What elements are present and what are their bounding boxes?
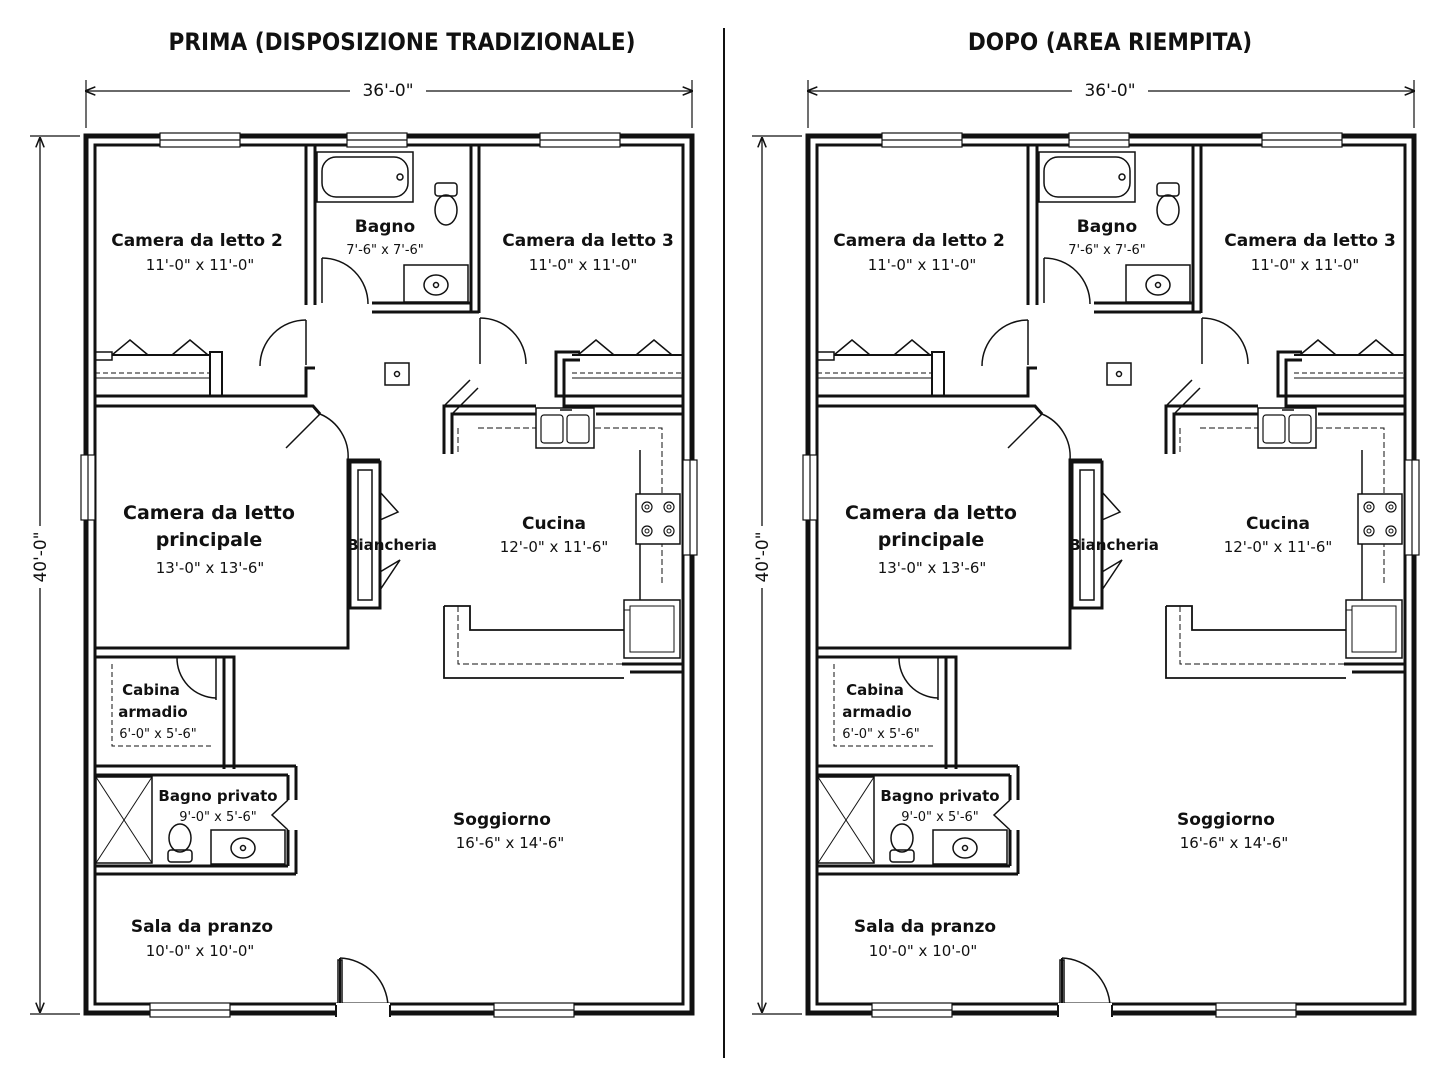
room-bed2-size: 11'-0" x 11'-0" [146,256,255,274]
doors [176,257,527,1017]
plan-title: PRIMA (DISPOSIZIONE TRADIZIONALE) [169,28,636,56]
room-living-size: 16'-6" x 14'-6" [456,834,565,852]
room-living-size: 16'-6" x 14'-6" [1180,834,1289,852]
room-closet-size: 6'-0" x 5'-6" [842,727,920,742]
room-kitchen-name: Cucina [1246,514,1310,534]
room-master-size: 13'-0" x 13'-6" [156,559,265,577]
plan-title: DOPO (AREA RIEMPITA) [968,28,1252,56]
room-master-name-2: principale [156,529,263,551]
room-bed3-name: Camera da letto 3 [502,231,674,251]
room-ensuite-size: 9'-0" x 5'-6" [901,810,979,825]
room-bed2-name: Camera da letto 2 [833,231,1005,251]
plan-before-labels: PRIMA (DISPOSIZIONE TRADIZIONALE) 36'-0"… [31,28,674,960]
room-bed3-size: 11'-0" x 11'-0" [1251,256,1360,274]
room-linen-name: Biancheria [1069,536,1159,554]
room-ensuite-name: Bagno privato [158,787,277,805]
kitchen-fixtures [443,407,681,679]
room-kitchen-name: Cucina [522,514,586,534]
room-bed3-size: 11'-0" x 11'-0" [529,256,638,274]
plan-after-labels: DOPO (AREA RIEMPITA) 36'-0" 40'-0" Camer… [753,28,1396,960]
room-kitchen-size: 12'-0" x 11'-6" [500,538,609,556]
room-closet-name-2: armadio [118,703,187,721]
room-bath-name: Bagno [355,217,415,237]
room-bath-name: Bagno [1077,217,1137,237]
room-master-name-1: Camera da letto [123,502,295,524]
room-dining-name: Sala da pranzo [854,917,996,937]
room-bath-size: 7'-6" x 7'-6" [1068,243,1146,258]
room-closet-size: 6'-0" x 5'-6" [119,727,197,742]
bedroom-closets [95,339,683,397]
room-bath-size: 7'-6" x 7'-6" [346,243,424,258]
height-dimension: 40'-0" [31,531,51,582]
height-dimension: 40'-0" [753,531,773,582]
room-ensuite-size: 9'-0" x 5'-6" [179,810,257,825]
room-bed2-size: 11'-0" x 11'-0" [868,256,977,274]
room-master-size: 13'-0" x 13'-6" [878,559,987,577]
room-linen-name: Biancheria [347,536,437,554]
windows [80,132,698,1018]
room-dining-size: 10'-0" x 10'-0" [869,942,978,960]
floor-plan [28,78,698,1018]
room-living-name: Soggiorno [453,810,551,830]
room-bed2-name: Camera da letto 2 [111,231,283,251]
room-closet-name-2: armadio [842,703,911,721]
room-living-name: Soggiorno [1177,810,1275,830]
walk-in-closet-rods [111,664,214,747]
bathroom-fixtures [95,151,469,865]
room-master-name-2: principale [878,529,985,551]
room-closet-name-1: Cabina [846,681,904,699]
room-master-name-1: Camera da letto [845,502,1017,524]
room-kitchen-size: 12'-0" x 11'-6" [1224,538,1333,556]
dimension-lines [28,78,692,1015]
room-closet-name-1: Cabina [122,681,180,699]
width-dimension: 36'-0" [362,81,413,101]
room-ensuite-name: Bagno privato [880,787,999,805]
room-dining-size: 10'-0" x 10'-0" [146,942,255,960]
room-dining-name: Sala da pranzo [131,917,273,937]
room-bed3-name: Camera da letto 3 [1224,231,1396,251]
width-dimension: 36'-0" [1084,81,1135,101]
